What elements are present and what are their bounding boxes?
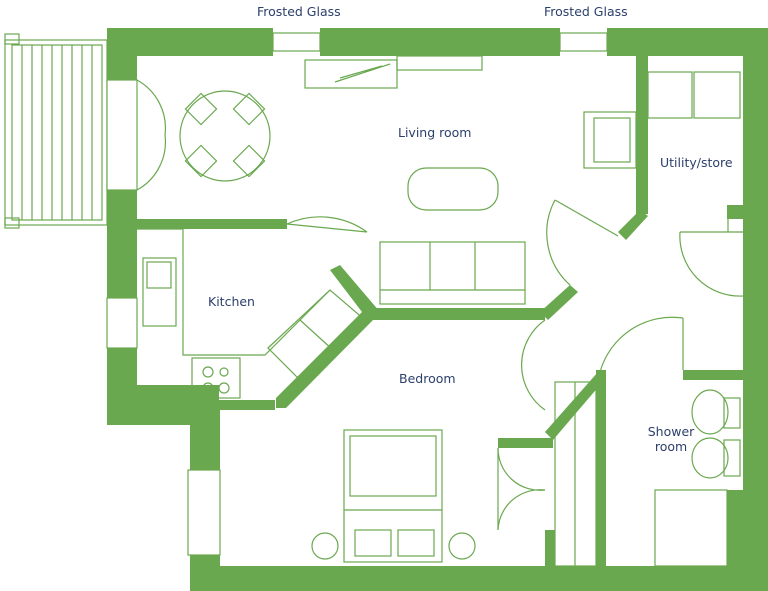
- windows: [106, 32, 608, 556]
- wall-utility-left: [636, 56, 648, 214]
- kitchen-counter: [137, 228, 331, 356]
- dining-table: [179, 90, 271, 182]
- sink: [142, 257, 177, 327]
- wall-diagonal-kitchen: [276, 265, 380, 408]
- window-kitchen: [106, 297, 138, 349]
- window-frosted-right: [559, 32, 608, 52]
- wall-wardrobe-top: [498, 438, 553, 448]
- wall-top-mid: [320, 28, 560, 56]
- door-swings: [136, 79, 744, 531]
- dryer: [693, 71, 741, 119]
- shower-tray: [654, 489, 728, 567]
- walls: [107, 28, 768, 591]
- wall-wardrobe-door: [545, 530, 555, 566]
- balcony: [4, 33, 108, 229]
- utility-store-label: Utility/store: [660, 155, 733, 170]
- frosted-glass-right-label: Frosted Glass: [544, 4, 628, 19]
- wall-diagonal-living: [540, 285, 578, 320]
- wall-left-top: [107, 28, 137, 80]
- shower-room-label-line2: room: [654, 439, 688, 454]
- shower-room-label-line1: Shower: [647, 424, 695, 439]
- bed: [343, 429, 443, 563]
- wall-left-mid: [107, 190, 137, 298]
- basin: [691, 437, 729, 479]
- wall-right-lower: [743, 296, 768, 591]
- wall-shower-left: [596, 370, 606, 566]
- wall-kitchen-top: [137, 219, 287, 229]
- wall-right-upper: [743, 28, 768, 296]
- wall-left-bed-top: [190, 400, 220, 470]
- sofa: [379, 241, 526, 305]
- washer: [647, 71, 693, 119]
- rug: [407, 167, 499, 211]
- armchair: [583, 111, 637, 169]
- wall-shower-top: [683, 370, 743, 380]
- wall-bedroom-left: [215, 400, 275, 410]
- window-balcony: [106, 79, 138, 191]
- kitchen-label: Kitchen: [208, 294, 255, 309]
- shower-room-label: Shower room: [647, 424, 695, 454]
- bedside-lamp-left: [311, 532, 339, 560]
- bedside-lamp-right: [448, 532, 476, 560]
- hob: [191, 357, 241, 399]
- wall-bottom: [190, 566, 768, 591]
- window-bedroom: [187, 469, 221, 556]
- wall-utility-diag: [618, 210, 648, 240]
- wall-bedroom-top: [370, 308, 545, 320]
- toilet: [691, 389, 729, 435]
- frosted-glass-left-label: Frosted Glass: [257, 4, 341, 19]
- furniture: [137, 55, 741, 567]
- wall-top-right: [607, 28, 745, 56]
- tv-unit: [304, 59, 398, 89]
- bedroom-label: Bedroom: [399, 371, 456, 386]
- living-room-label: Living room: [398, 125, 472, 140]
- wall-shower-right-box: [727, 490, 743, 566]
- wall-utility-bottom: [727, 205, 743, 219]
- window-frosted-left: [272, 32, 321, 52]
